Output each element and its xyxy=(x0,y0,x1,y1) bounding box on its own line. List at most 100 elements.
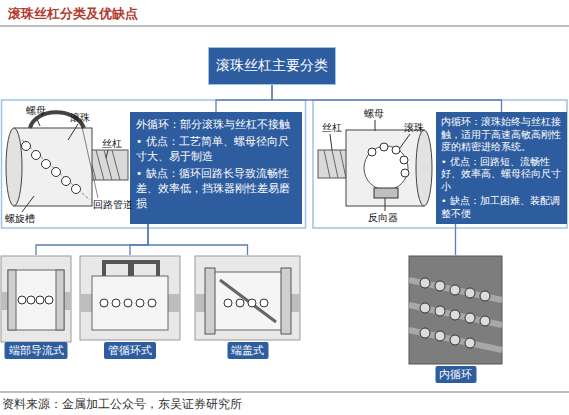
end-guide xyxy=(56,270,64,330)
type-picture: 内循环 xyxy=(409,255,502,383)
ball xyxy=(22,142,31,151)
ball xyxy=(380,143,388,151)
leader-line xyxy=(68,124,78,140)
thread-line xyxy=(340,150,346,178)
leader-line xyxy=(22,196,34,212)
ball xyxy=(27,296,35,304)
leader-line xyxy=(375,120,376,131)
connector-line xyxy=(272,85,502,112)
type-label: 内循环 xyxy=(435,366,476,383)
nut-end xyxy=(6,128,22,206)
group-frame xyxy=(313,100,567,228)
ball xyxy=(112,299,120,307)
bullet-text: • 缺点：循环回路长导致流畅性差、效率低，挡珠器刚性差易磨损 xyxy=(136,166,296,211)
thread-line xyxy=(112,150,120,180)
ball xyxy=(435,306,445,316)
connector-line xyxy=(455,224,456,255)
type-label: 管循环式 xyxy=(104,342,156,359)
ball xyxy=(260,299,268,307)
thread-line xyxy=(324,150,330,178)
ball xyxy=(480,316,490,326)
nut-body xyxy=(8,270,64,330)
group-frame xyxy=(2,100,306,228)
chart-title: 滚珠丝杠分类及优缺点 xyxy=(8,5,138,23)
tube-type-picture xyxy=(80,256,180,340)
part-label: 回路管道 xyxy=(93,199,133,211)
type-picture: 端部导流式 xyxy=(0,255,72,359)
ball xyxy=(401,169,409,177)
leader-line xyxy=(330,134,332,150)
ball xyxy=(465,288,475,298)
type-picture: 管循环式 xyxy=(80,255,180,359)
ball xyxy=(224,299,232,307)
part-label: 螺旋槽 xyxy=(5,213,35,225)
connector-line xyxy=(130,224,148,255)
category-box: 滚珠丝杠主要分类 xyxy=(208,47,336,85)
end-guide-type-picture xyxy=(1,256,71,342)
type-picture: 端盖式 xyxy=(195,255,300,359)
box-heading: 外循环：部分滚珠与丝杠不接触 xyxy=(136,117,296,132)
connector-line xyxy=(148,224,248,255)
photo-frame xyxy=(409,256,502,364)
end-cap xyxy=(281,268,291,334)
screw-shaft xyxy=(318,150,348,178)
ball xyxy=(392,146,400,154)
type-label: 端部导流式 xyxy=(5,342,68,359)
leader-line xyxy=(385,198,386,211)
caption-rule xyxy=(0,392,569,393)
category-title: 滚珠丝杠主要分类 xyxy=(216,57,328,75)
internal-ball-screw xyxy=(318,120,432,211)
connector-line xyxy=(36,224,148,255)
ball xyxy=(52,168,61,177)
ball xyxy=(42,160,51,169)
ball xyxy=(368,148,376,156)
ball xyxy=(450,310,460,320)
ball xyxy=(45,296,53,304)
thread-line xyxy=(332,150,338,178)
part-label: 螺母 xyxy=(26,105,46,117)
ball xyxy=(420,303,430,313)
ball xyxy=(136,299,144,307)
part-label: 螺母 xyxy=(364,108,384,120)
part-label: 丝杠 xyxy=(322,122,342,134)
nut-body xyxy=(346,130,424,206)
external-ball-screw xyxy=(6,112,128,212)
photo-frame xyxy=(1,256,71,342)
leader-line xyxy=(106,150,108,158)
ball xyxy=(236,299,244,307)
nut-body xyxy=(14,128,92,206)
ball xyxy=(36,296,44,304)
end-guide xyxy=(8,270,16,330)
return-tube xyxy=(132,262,158,276)
ball xyxy=(435,331,445,341)
part-label: 滚珠 xyxy=(70,112,90,124)
connector-line xyxy=(216,85,272,112)
ball xyxy=(450,335,460,345)
part-label: 反向器 xyxy=(368,212,398,224)
thread-line xyxy=(96,150,104,180)
leader-line xyxy=(36,117,40,126)
bullet-text: • 缺点：加工困难、装配调整不便 xyxy=(441,195,562,220)
thread-line xyxy=(409,280,502,350)
nut-body xyxy=(210,272,286,330)
thread-line xyxy=(104,150,112,180)
ball xyxy=(124,299,132,307)
end-cap xyxy=(205,268,215,334)
reverser xyxy=(374,188,398,198)
ball xyxy=(420,328,430,338)
ball xyxy=(148,299,156,307)
ball xyxy=(400,156,408,164)
ball xyxy=(32,151,41,160)
part-label: 滚珠 xyxy=(404,122,424,134)
ball xyxy=(465,338,475,348)
ball xyxy=(62,177,71,186)
ball xyxy=(480,291,490,301)
ball xyxy=(450,285,460,295)
nut-bore xyxy=(364,146,408,190)
end-cap-type-picture xyxy=(195,256,300,340)
ball xyxy=(435,281,445,291)
bullet-text: • 优点：工艺简单、螺母径向尺寸大、易于制造 xyxy=(136,134,296,164)
ball xyxy=(248,299,256,307)
return-tube xyxy=(104,262,130,276)
